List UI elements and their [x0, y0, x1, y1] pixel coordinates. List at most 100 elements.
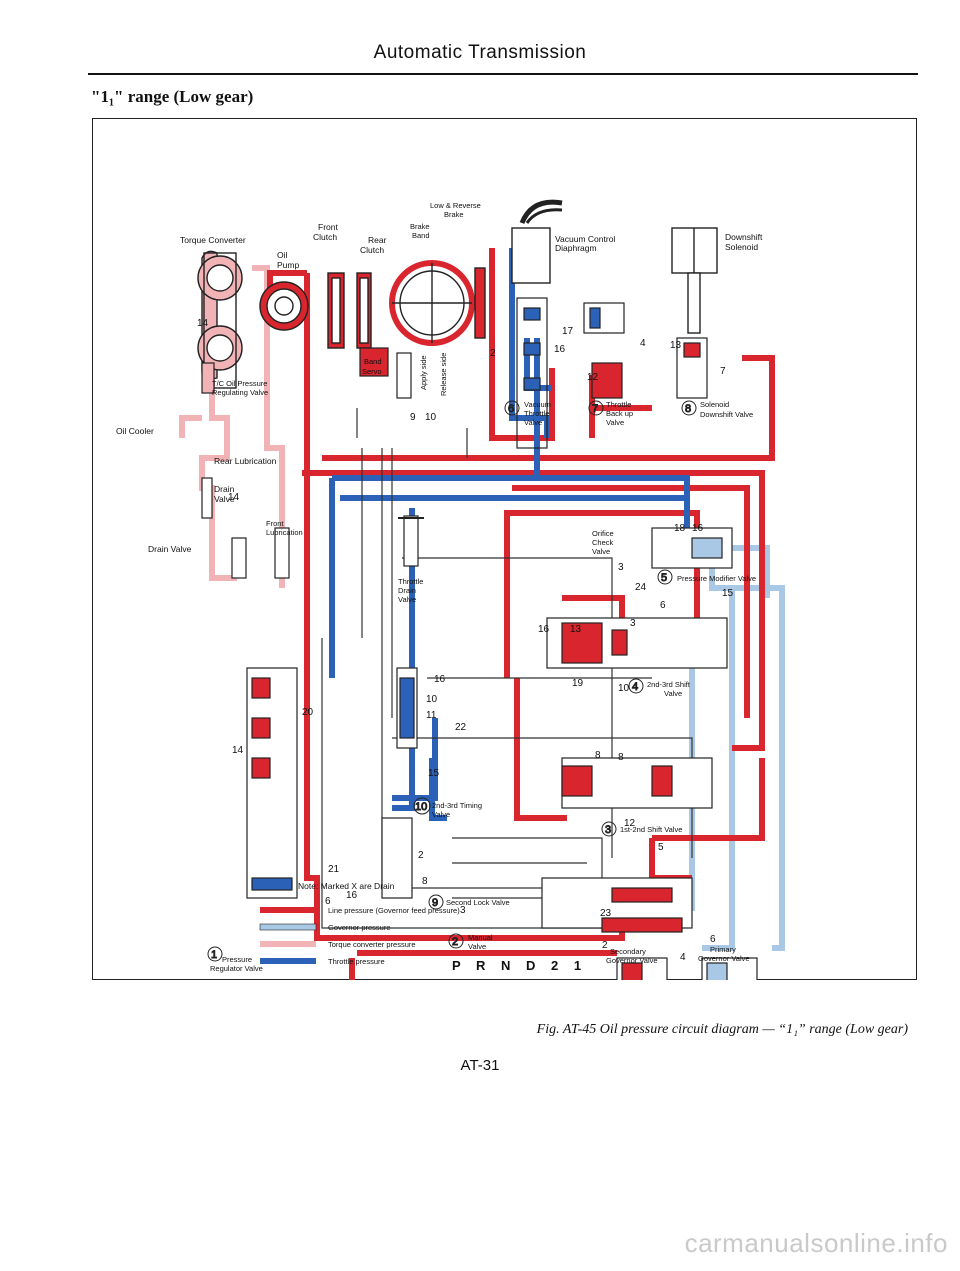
- timing-2-3-valve: [396, 667, 418, 749]
- front-clutch: [327, 272, 345, 349]
- line-num: 16: [692, 523, 704, 534]
- label-timing-2-3-2: Valve: [432, 810, 450, 819]
- downshift-solenoid: [671, 227, 718, 334]
- line-num: 14: [228, 492, 240, 503]
- line-numbers: 14 14 2 17 16 4 12 13 7 9 10 18 16 3 24 …: [197, 318, 734, 963]
- label-front-lubrication: Front: [266, 519, 284, 528]
- label-second-lock: Second Lock Valve: [446, 898, 510, 907]
- svg-text:5: 5: [661, 572, 667, 584]
- brake-band-drum: [389, 260, 475, 346]
- line-num: 5: [658, 842, 664, 853]
- circle-num-4: 4: [628, 678, 644, 694]
- svg-text:8: 8: [685, 403, 691, 415]
- label-throttle-backup-3: Valve: [606, 418, 624, 427]
- label-orifice-check-3: Valve: [592, 547, 610, 556]
- line-num: 3: [618, 562, 624, 573]
- line-num: 24: [635, 582, 647, 593]
- label-shift-1-2: 1st-2nd Shift Valve: [620, 825, 682, 834]
- label-primary-governor: Primary: [710, 945, 736, 954]
- line-num: 21: [328, 864, 340, 875]
- line-num: 16: [434, 674, 446, 685]
- label-downshift-solenoid-2: Solenoid: [725, 242, 758, 252]
- label-apply-side: Apply side: [419, 355, 428, 390]
- label-tc-regulating-2: Regulating Valve: [212, 388, 268, 397]
- label-oil-pump: Oil: [277, 250, 288, 260]
- line-num: 8: [618, 752, 624, 763]
- label-throttle-drain-2: Drain: [398, 586, 416, 595]
- header-rule: [88, 73, 918, 75]
- label-brake-band: Brake: [410, 222, 430, 231]
- label-secondary-governor-2: Governor Valve: [606, 956, 658, 965]
- label-pressure-modifier: Pressure Modifier Valve: [677, 574, 756, 583]
- label-vacuum-throttle-2: Throttle: [524, 409, 549, 418]
- svg-text:7: 7: [592, 403, 598, 415]
- second-lock-valve: [381, 817, 413, 899]
- watermark: carmanualsonline.info: [684, 1228, 948, 1258]
- line-num: 18: [674, 523, 686, 534]
- legend: Note: Marked X are Drain Line pressure (…: [259, 881, 460, 966]
- page-header: Automatic Transmission: [373, 42, 587, 63]
- label-solenoid-downshift-2: Downshift Valve: [700, 410, 753, 419]
- torque-converter: [197, 250, 243, 389]
- line-num: 16: [554, 344, 566, 355]
- svg-text:2: 2: [452, 936, 458, 948]
- legend-swatch-throttle: [260, 958, 316, 964]
- label-vacuum-throttle-3: Valve: [524, 418, 542, 427]
- governor-pressure-lines: [687, 538, 785, 951]
- line-num: 8: [595, 750, 601, 761]
- legend-item-line: Line pressure (Governor feed pressure): [328, 906, 460, 915]
- circle-num-1: 1: [207, 946, 223, 962]
- label-vacuum-control-2: Diaphragm: [555, 243, 597, 253]
- label-throttle-backup: Throttle: [606, 400, 631, 409]
- line-num: 16: [538, 624, 550, 635]
- line-num: 7: [720, 366, 726, 377]
- label-manual-valve-2: Valve: [468, 942, 486, 951]
- drain-valve-left: [231, 537, 247, 579]
- circle-num-9: 9: [428, 894, 444, 910]
- line-num: 20: [302, 707, 314, 718]
- label-band-servo: Band: [364, 357, 382, 366]
- label-torque-converter: Torque Converter: [180, 235, 246, 245]
- line-num: 15: [722, 588, 734, 599]
- circle-num-8: 8: [681, 400, 697, 416]
- label-rear-lubrication: Rear Lubrication: [214, 456, 277, 466]
- pressure-modifier-valve: [651, 527, 733, 569]
- label-throttle-drain: Throttle: [398, 577, 423, 586]
- circle-num-10: 10: [413, 797, 431, 815]
- label-vacuum-control: Vacuum Control: [555, 234, 615, 244]
- line-num: 17: [562, 326, 574, 337]
- line-num: 2: [418, 850, 424, 861]
- label-secondary-governor: Secondary: [610, 947, 646, 956]
- label-throttle-drain-3: Valve: [398, 595, 416, 604]
- line-num: 4: [680, 952, 686, 963]
- primary-governor-valve: [701, 957, 758, 980]
- circle-num-3: 3: [601, 821, 617, 837]
- circle-num-6: 6: [504, 400, 520, 416]
- label-prnd: P R N D 2 1: [452, 958, 587, 973]
- rear-clutch: [356, 272, 372, 349]
- line-num: 6: [710, 934, 716, 945]
- line-num: 14: [197, 318, 209, 329]
- line-num: 3: [460, 905, 466, 916]
- tc-regulating-valve: [201, 362, 215, 394]
- range-title: "1₁" range (Low gear): [91, 87, 254, 106]
- line-num: 10: [425, 412, 437, 423]
- circle-num-2: 2: [448, 933, 464, 949]
- line-num: 11: [426, 710, 437, 721]
- label-drain-valve-left: Drain Valve: [148, 544, 192, 554]
- label-solenoid-downshift: Solenoid: [700, 400, 729, 409]
- line-num: 9: [410, 412, 416, 423]
- circle-num-5: 5: [657, 569, 673, 585]
- line-num: 8: [422, 876, 428, 887]
- band-servo: [359, 347, 412, 399]
- manual-valve: [541, 877, 693, 933]
- label-front-clutch: Front: [318, 222, 338, 232]
- label-low-reverse-2: Brake: [444, 210, 464, 219]
- label-front-clutch-2: Clutch: [313, 232, 337, 242]
- torque-converter-pressure-lines: [179, 265, 285, 588]
- throttle-pressure-lines: [329, 248, 692, 821]
- label-low-reverse: Low & Reverse: [430, 201, 481, 210]
- legend-note: Note: Marked X are Drain: [298, 881, 395, 891]
- svg-text:3: 3: [605, 824, 611, 836]
- label-pressure-regulator-2: Regulator Valve: [210, 964, 263, 973]
